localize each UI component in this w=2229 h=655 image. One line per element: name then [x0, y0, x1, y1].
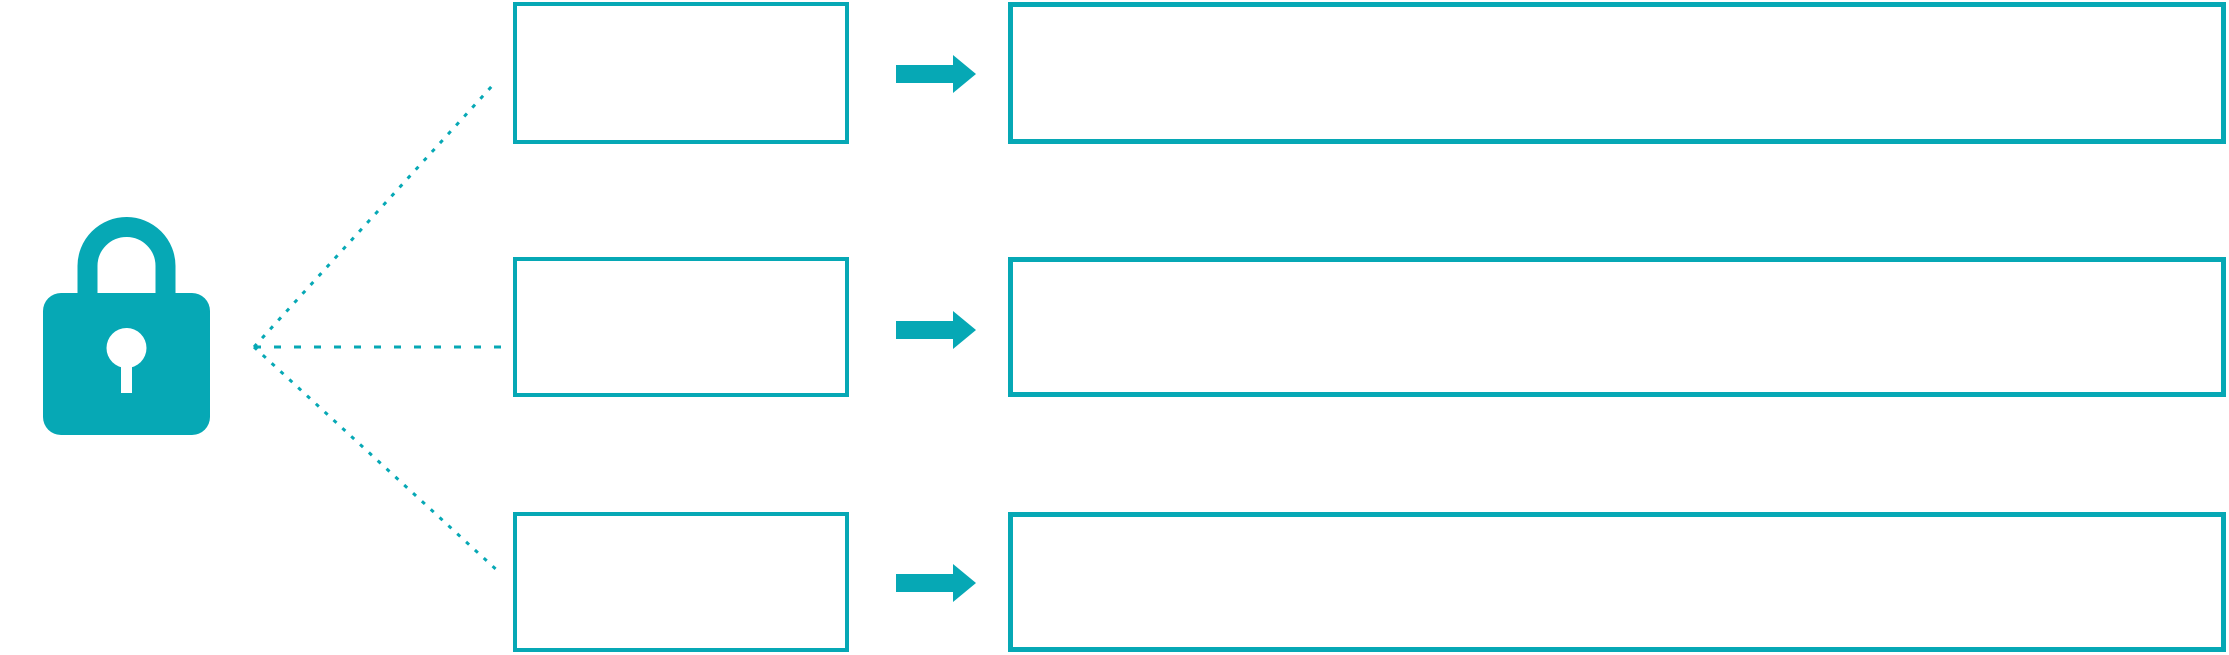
- right-arrow-icon-3: [896, 564, 976, 602]
- output-box-2: [1008, 257, 2226, 397]
- right-arrow-icon-2: [896, 311, 976, 349]
- input-box-3: [513, 512, 849, 652]
- right-arrow-icon-1: [896, 55, 976, 93]
- output-box-1: [1008, 2, 2226, 144]
- output-box-3: [1008, 512, 2226, 652]
- input-box-1: [513, 2, 849, 144]
- connector-bottom: [252, 345, 502, 575]
- lock-shackle: [77, 217, 176, 296]
- keyhole-stem: [121, 348, 132, 393]
- lock-icon: [43, 217, 210, 435]
- input-box-2: [513, 257, 849, 397]
- connector-top: [252, 84, 494, 349]
